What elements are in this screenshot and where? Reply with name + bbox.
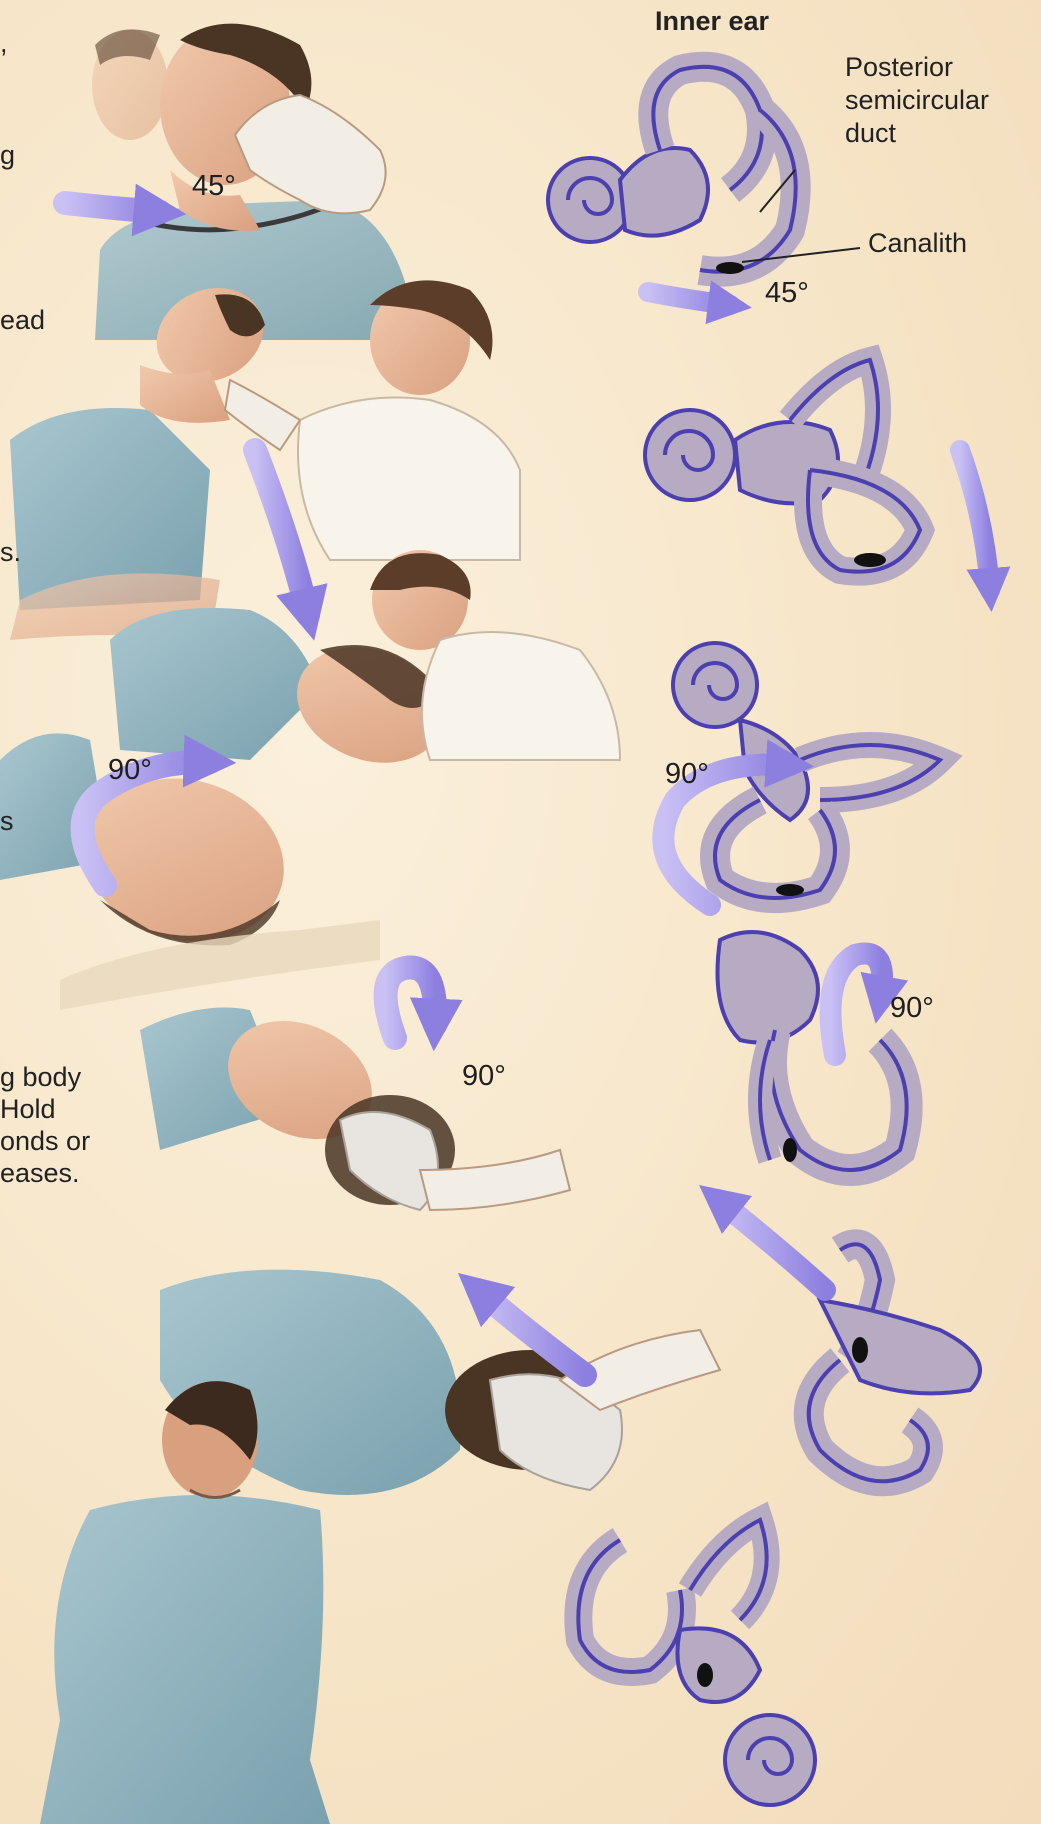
left-text-fragment-9: eases. (0, 1158, 80, 1188)
angle-label-step5: 90° (462, 1060, 506, 1093)
inner-ear-diagram-2 (645, 360, 920, 572)
left-text-fragment-7: Hold (0, 1094, 56, 1124)
ear-rotation-arrow-4 (831, 953, 883, 1055)
left-text-fragment-2: g (0, 140, 15, 170)
inner-ear-diagram-1 (548, 67, 796, 274)
posterior-label-line3: duct (845, 118, 896, 149)
left-text-fragment-5: s (0, 806, 14, 836)
angle-label-step4: 90° (108, 754, 152, 787)
left-text-fragment-6: g body (0, 1062, 81, 1092)
scene-step5-head-downward (140, 998, 570, 1210)
scene-step1-patient-seated (92, 24, 420, 340)
inner-ear-diagram-5 (809, 1244, 980, 1481)
angle-label-ear1: 45° (765, 277, 809, 310)
left-text-fragment-8: onds or (0, 1126, 90, 1156)
left-text-fragment-4: s. (0, 537, 21, 567)
angle-label-ear4: 90° (890, 992, 934, 1025)
left-text-fragment-1: , (0, 28, 8, 58)
canalith-label: Canalith (868, 228, 967, 259)
inner-ear-diagram-6 (578, 1520, 815, 1805)
ear-return-arrow-5 (718, 1200, 825, 1290)
rotation-arrow-step5-head (386, 967, 436, 1038)
angle-label-step1: 45° (192, 170, 236, 203)
rotation-arrow-step1 (65, 203, 160, 212)
inner-ear-label: Inner ear (655, 6, 769, 37)
ear-descent-arrow-2 (960, 450, 990, 590)
left-text-fragment-3: ead (0, 305, 45, 335)
posterior-label-line1: Posterior (845, 52, 953, 83)
posterior-label-line2: semicircular (845, 85, 989, 116)
ear-rotation-arrow-1 (648, 292, 730, 305)
scene-step4-head-rotated (0, 733, 380, 1010)
angle-label-ear3: 90° (665, 758, 709, 791)
